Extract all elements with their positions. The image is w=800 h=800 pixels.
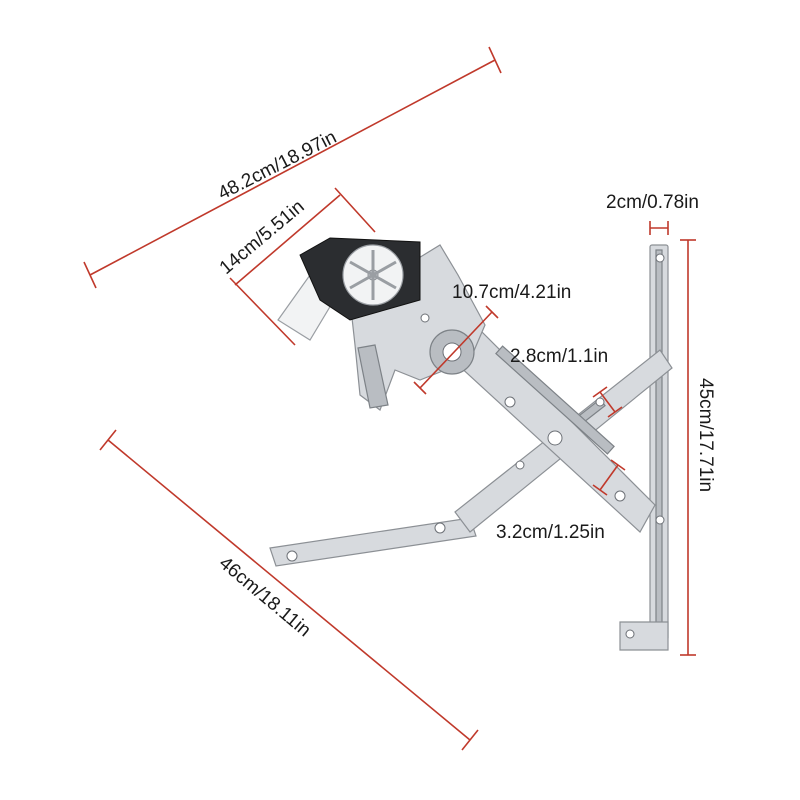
- dimension-lines: [83, 46, 696, 751]
- lower-left-arm: [269, 517, 477, 567]
- gear-width-label: 10.7cm/4.21in: [452, 282, 571, 303]
- rail-width-label: 2cm/0.78in: [606, 192, 699, 213]
- guide-rail: [619, 244, 669, 651]
- arm-width-upper-label: 2.8cm/1.1in: [510, 346, 608, 367]
- height-label: 45cm/17.71in: [695, 378, 716, 492]
- main-lift-arm: [418, 319, 656, 533]
- arm-width-lower-label: 3.2cm/1.25in: [496, 522, 605, 543]
- window-regulator: [269, 237, 673, 651]
- motor-length-label: 14cm/5.51in: [216, 196, 309, 279]
- motor: [277, 237, 421, 341]
- arm-length-label: 46cm/18.11in: [215, 553, 315, 642]
- overall-length-label: 48.2cm/18.97in: [215, 127, 340, 205]
